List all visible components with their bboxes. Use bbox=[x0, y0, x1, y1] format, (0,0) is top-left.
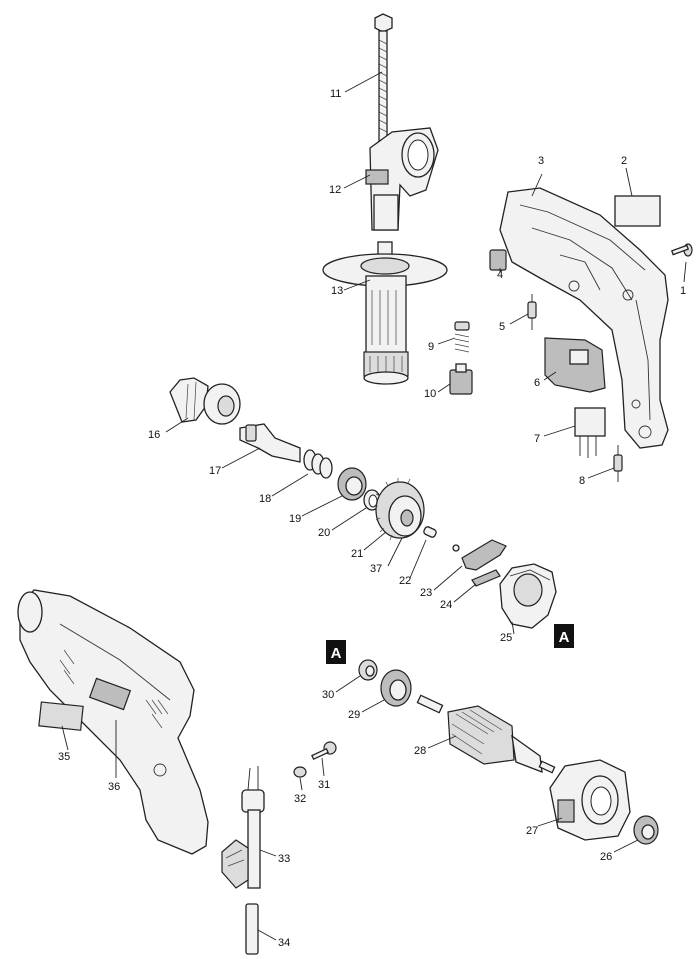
label-part-25: 25 bbox=[500, 632, 512, 644]
part-23-plate bbox=[461, 539, 507, 571]
part-25-cover bbox=[499, 563, 557, 629]
part-19-bearing bbox=[337, 467, 367, 501]
part-28-armature bbox=[416, 694, 556, 774]
leader-lines bbox=[61, 71, 687, 941]
label-part-18: 18 bbox=[259, 493, 271, 505]
part-16-chuck bbox=[169, 377, 241, 425]
part-24-spring-plate bbox=[471, 569, 501, 587]
part-17-spindle bbox=[239, 423, 301, 463]
part-13-side-handle bbox=[322, 241, 448, 385]
label-part-32: 32 bbox=[294, 793, 306, 805]
label-part-2: 2 bbox=[621, 155, 627, 167]
label-part-34: 34 bbox=[278, 937, 290, 949]
part-33-cord-guard bbox=[221, 766, 265, 889]
part-6-switch bbox=[544, 337, 606, 393]
label-part-30: 30 bbox=[322, 689, 334, 701]
part-9-spring bbox=[454, 321, 470, 353]
label-part-37: 37 bbox=[370, 563, 382, 575]
label-part-13: 13 bbox=[331, 285, 343, 297]
label-part-11: 11 bbox=[330, 88, 341, 100]
part-7-suppressor bbox=[574, 407, 606, 458]
label-part-33: 33 bbox=[278, 853, 290, 865]
label-part-3: 3 bbox=[538, 155, 544, 167]
part-22-pin bbox=[423, 526, 460, 552]
label-part-19: 19 bbox=[289, 513, 301, 525]
label-part-8: 8 bbox=[579, 475, 585, 487]
part-2-label bbox=[614, 195, 661, 227]
label-part-24: 24 bbox=[440, 599, 452, 611]
label-part-26: 26 bbox=[600, 851, 612, 863]
part-34-cord bbox=[245, 903, 259, 955]
part-number-labels: 1 2 3 4 5 6 7 8 9 10 11 12 13 16 17 18 1… bbox=[58, 88, 686, 949]
part-10-holder bbox=[449, 363, 473, 395]
label-part-7: 7 bbox=[534, 433, 540, 445]
part-5-capacitor bbox=[527, 294, 537, 330]
label-part-10: 10 bbox=[424, 388, 436, 400]
label-part-20: 20 bbox=[318, 527, 330, 539]
label-part-1: 1 bbox=[680, 285, 686, 297]
part-31-screw bbox=[311, 741, 337, 761]
label-part-28: 28 bbox=[414, 745, 426, 757]
part-11-bolt bbox=[374, 13, 393, 144]
part-12-clamp bbox=[365, 127, 439, 231]
label-part-36: 36 bbox=[108, 781, 120, 793]
part-1-screw bbox=[670, 243, 693, 257]
part-26-bearing bbox=[633, 815, 659, 845]
svg-text:A: A bbox=[559, 629, 570, 646]
part-20-ring bbox=[363, 489, 381, 511]
part-36-housing-complete bbox=[17, 589, 209, 855]
label-part-5: 5 bbox=[499, 321, 505, 333]
label-part-23: 23 bbox=[420, 587, 432, 599]
reference-marker-a-right: A bbox=[554, 624, 574, 648]
part-27-field bbox=[549, 759, 631, 841]
part-21-gear bbox=[374, 478, 425, 541]
label-part-31: 31 bbox=[318, 779, 330, 791]
part-29-bearing bbox=[380, 669, 412, 707]
part-18-spring bbox=[303, 449, 333, 479]
label-part-27: 27 bbox=[526, 825, 538, 837]
label-part-9: 9 bbox=[428, 341, 434, 353]
label-part-29: 29 bbox=[348, 709, 360, 721]
label-part-35: 35 bbox=[58, 751, 70, 763]
label-part-16: 16 bbox=[148, 429, 160, 441]
part-30-bushing bbox=[358, 659, 378, 681]
part-32-washer bbox=[293, 766, 307, 778]
reference-marker-a-left: A bbox=[326, 640, 346, 664]
label-part-21: 21 bbox=[351, 548, 363, 560]
part-3-housing bbox=[499, 187, 669, 449]
label-part-12: 12 bbox=[329, 184, 341, 196]
part-35-label bbox=[38, 701, 84, 731]
part-4-block bbox=[489, 249, 507, 271]
label-part-6: 6 bbox=[534, 377, 540, 389]
label-part-4: 4 bbox=[497, 269, 503, 281]
svg-text:A: A bbox=[331, 645, 342, 662]
label-part-17: 17 bbox=[209, 465, 221, 477]
label-part-22: 22 bbox=[399, 575, 411, 587]
part-8-capacitor bbox=[613, 445, 623, 482]
